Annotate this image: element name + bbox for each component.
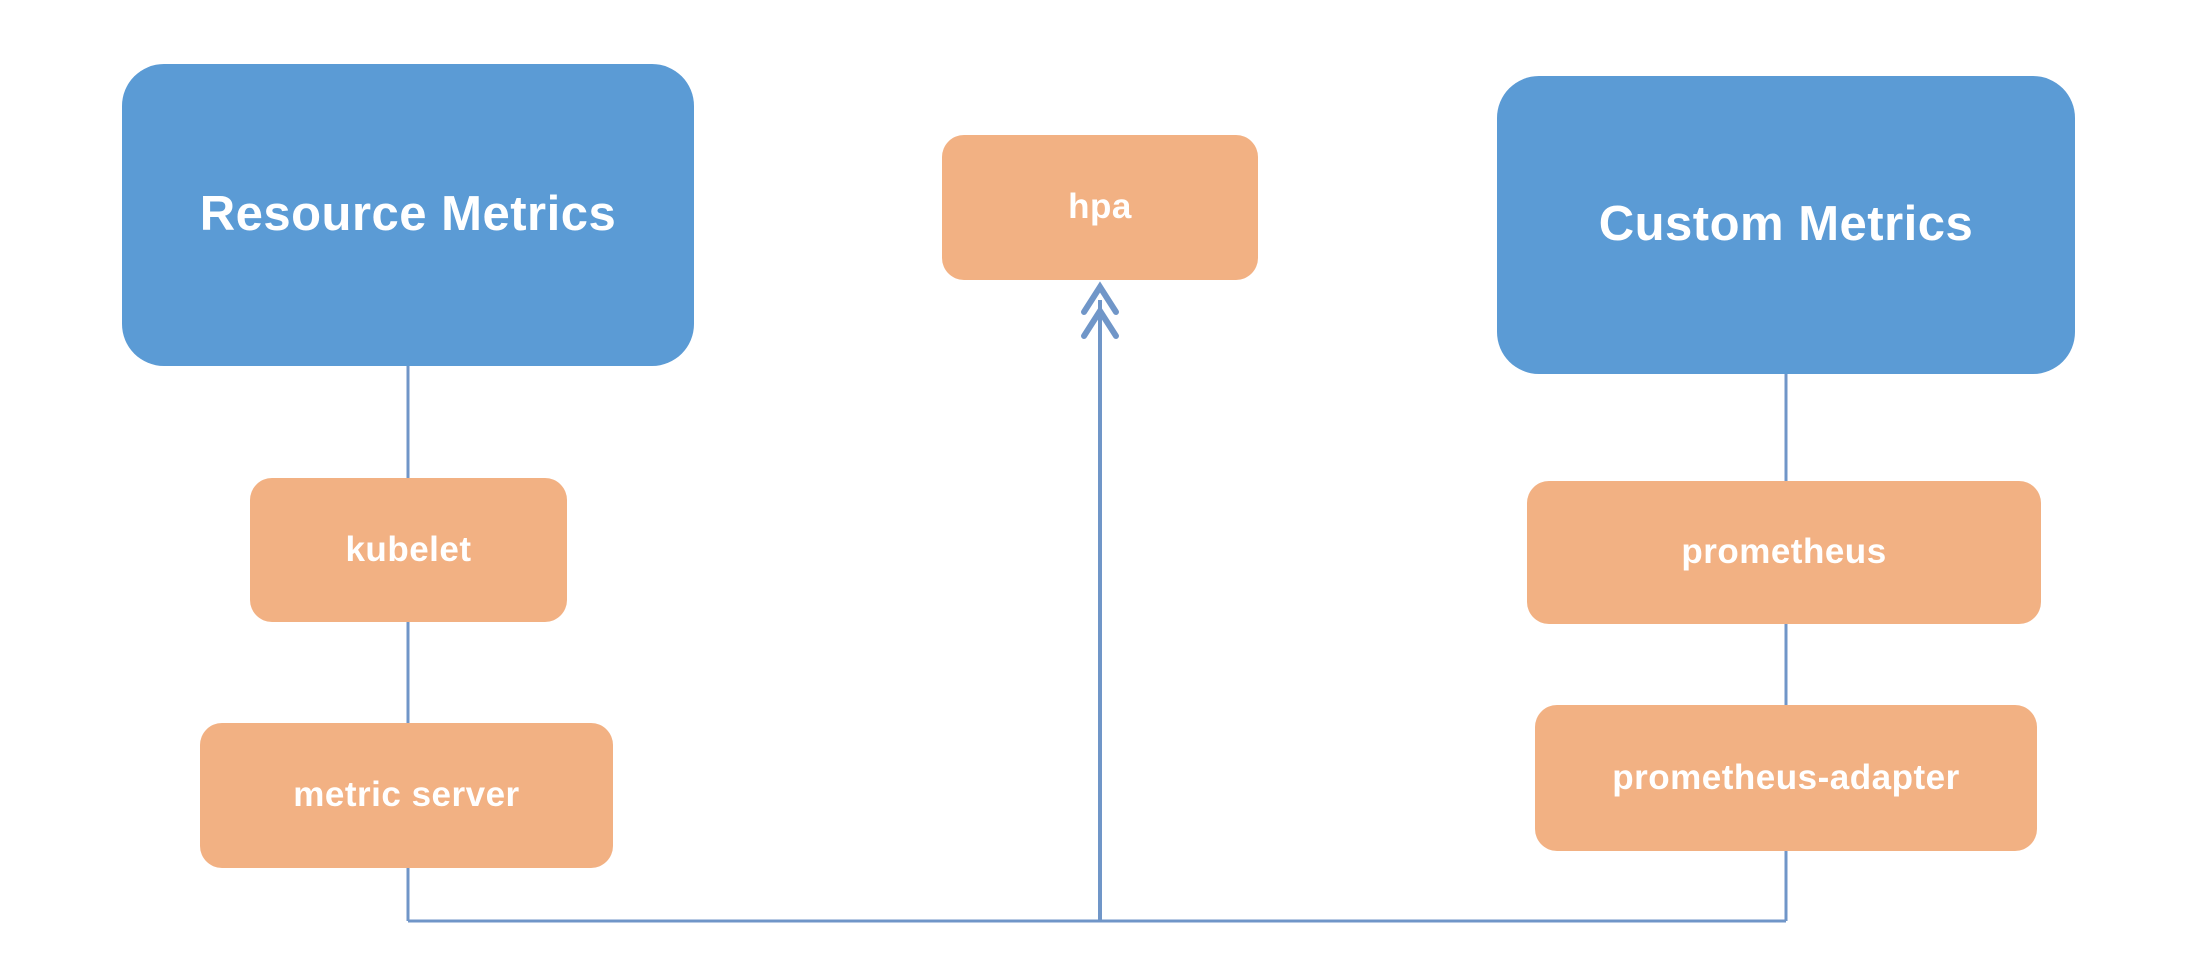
node-kubelet-label: kubelet <box>345 529 472 569</box>
node-prometheus: prometheus <box>1527 481 2041 624</box>
node-prometheus-adapter: prometheus-adapter <box>1535 705 2037 851</box>
node-custom-metrics-label: Custom Metrics <box>1598 197 1974 252</box>
node-hpa-label: hpa <box>1068 187 1132 227</box>
node-resource-metrics: Resource Metrics <box>122 64 694 366</box>
arrowhead-chevron-upper <box>1081 281 1119 315</box>
node-custom-metrics: Custom Metrics <box>1497 76 2075 374</box>
node-kubelet: kubelet <box>250 478 567 622</box>
node-metric-server-label: metric server <box>293 775 520 815</box>
node-prometheus-adapter-label: prometheus-adapter <box>1612 757 1960 797</box>
node-hpa: hpa <box>942 135 1258 280</box>
node-resource-metrics-label: Resource Metrics <box>199 187 617 242</box>
node-prometheus-label: prometheus <box>1681 532 1887 572</box>
node-metric-server: metric server <box>200 723 613 868</box>
arrowhead-chevron-lower <box>1081 305 1119 339</box>
